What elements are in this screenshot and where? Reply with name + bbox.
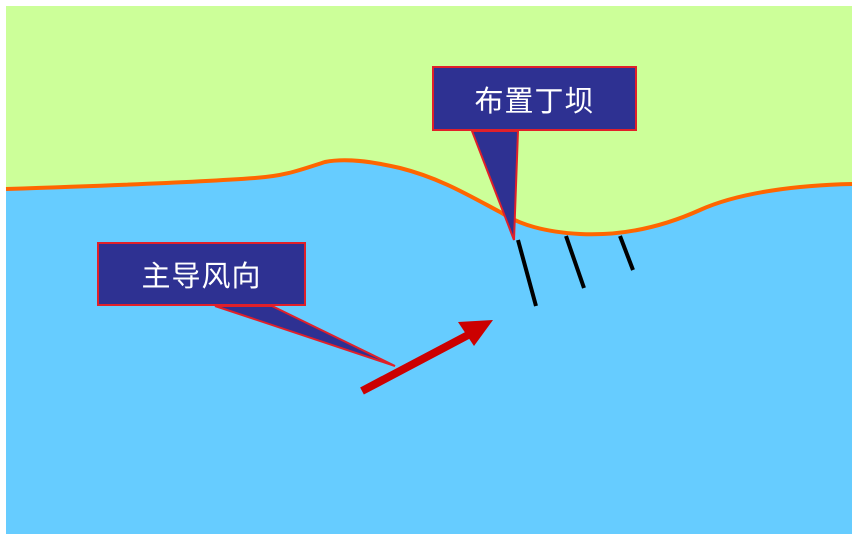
groyne-1 [516, 239, 538, 307]
groyne-3 [618, 235, 635, 271]
groyne-callout: 布置丁坝 [432, 66, 637, 131]
wind-callout-pointer [214, 305, 396, 367]
wind-direction-callout: 主导风向 [97, 242, 306, 306]
groyne-callout-pointer [470, 130, 520, 241]
land-area [6, 6, 852, 235]
groyne-2 [564, 235, 586, 289]
wind-direction-callout-label: 主导风向 [141, 259, 262, 293]
wind-arrow-head [458, 320, 493, 346]
shoreline [5, 158, 853, 237]
wind-arrow-shaft [360, 330, 472, 395]
groyne-callout-label: 布置丁坝 [474, 83, 595, 118]
